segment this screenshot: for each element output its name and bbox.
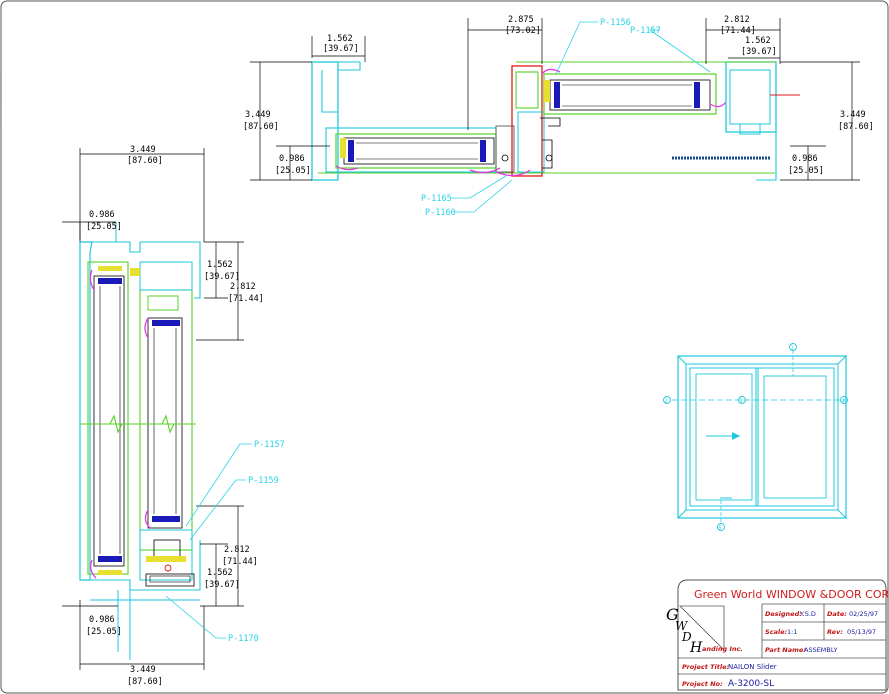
dim-label: [87.60]	[127, 677, 163, 687]
dim-label: [87.60]	[127, 156, 163, 166]
section-marker	[840, 396, 848, 404]
section-marker-label: 3	[740, 399, 743, 405]
dim-label: [25.05]	[788, 166, 824, 176]
side-view-dimensions	[62, 148, 244, 670]
dim-label: 0.986	[792, 154, 818, 164]
dim-label: 0.986	[89, 210, 115, 220]
callout-label: P-1156	[600, 18, 631, 28]
dim-label: [39.67]	[204, 272, 240, 282]
dim-label: [39.67]	[323, 44, 359, 54]
dim-label: 0.986	[279, 154, 305, 164]
dim-label: 2.812	[230, 282, 256, 292]
company-name: Green World WINDOW &DOOR CORP.	[694, 588, 889, 601]
rev-value: 05/13/97	[847, 628, 876, 636]
designed-value: Y.S.D	[799, 610, 816, 618]
dim-label: 2.875	[508, 15, 534, 25]
rev-label: Rev:	[827, 628, 843, 636]
project-title-label: Project Title:	[682, 663, 730, 671]
section-marker-label: 2	[665, 399, 668, 405]
dim-label: [39.67]	[741, 47, 777, 57]
dim-label: 1.562	[327, 34, 353, 44]
section-marker	[789, 343, 797, 351]
dim-label: 3.449	[130, 665, 156, 675]
dim-label: 2.812	[224, 545, 250, 555]
dim-label: 3.449	[130, 145, 156, 155]
section-marker	[717, 523, 725, 531]
side-view-callouts: P-1157 P-1159 P-1170	[165, 440, 285, 644]
company-logo: G W D H anding Inc.	[666, 605, 743, 656]
scale-value: 1:1	[787, 628, 797, 636]
dim-label: [25.05]	[275, 166, 311, 176]
section-marker	[738, 396, 746, 404]
dim-label: [87.60]	[243, 122, 279, 132]
section-marker-label: 4	[842, 399, 845, 405]
logo-letter: G	[666, 605, 679, 624]
dim-label: 3.449	[840, 110, 866, 120]
logo-letter: H	[689, 640, 703, 656]
callout-label: P-1159	[248, 476, 279, 486]
section-marker-label: 5	[719, 526, 722, 532]
elevation-markers: 1 2 3 4 5	[663, 343, 848, 532]
callout-label: P-1157	[254, 440, 285, 450]
project-no-value: A-3200-SL	[728, 679, 774, 689]
top-view-dimensions	[250, 18, 860, 181]
project-no-label: Project No:	[682, 680, 723, 688]
side-view-dim-labels: 3.449 [87.60] 0.986 [25.05] 1.562 [39.67…	[86, 145, 264, 687]
dim-label: [25.05]	[86, 627, 122, 637]
section-marker	[663, 396, 671, 404]
dim-label: [73.02]	[505, 26, 541, 36]
dim-label: [25.05]	[86, 222, 122, 232]
top-view-callouts: P-1156 P-1157 P-1165 P-1160	[421, 18, 711, 218]
dim-label: 3.449	[245, 110, 271, 120]
callout-label: P-1170	[228, 634, 259, 644]
logo-letter: W	[675, 619, 689, 633]
part-name-value: ASSEMBLY	[804, 646, 838, 654]
dim-label: [39.67]	[204, 580, 240, 590]
scale-label: Scale:	[765, 628, 788, 636]
callout-label: P-1165	[421, 194, 452, 204]
section-marker-label: 1	[791, 346, 794, 352]
dim-label: 1.562	[207, 260, 233, 270]
logo-tail: anding Inc.	[702, 645, 743, 653]
side-section-view	[79, 222, 201, 660]
dim-label: 1.562	[207, 568, 233, 578]
top-section-view	[311, 61, 800, 181]
top-view-dim-labels: 1.562 [39.67] 2.875 [73.02] 2.812 [71.44…	[243, 15, 874, 176]
dim-label: [71.44]	[228, 294, 264, 304]
part-name-label: Part Name:	[765, 646, 806, 654]
dim-label: [71.44]	[720, 26, 756, 36]
callout-label: P-1157	[630, 26, 661, 36]
date-value: 02/25/97	[849, 610, 878, 618]
designed-label: Designed:	[765, 610, 802, 618]
title-block: Green World WINDOW &DOOR CORP. G W D H a…	[666, 579, 889, 691]
callout-label: P-1160	[425, 208, 456, 218]
logo-letter: D	[681, 630, 692, 644]
dim-label: 0.986	[89, 615, 115, 625]
dim-label: [87.60]	[838, 122, 874, 132]
elevation-view	[672, 350, 847, 524]
dim-label: [71.44]	[222, 557, 258, 567]
date-label: Date:	[827, 610, 847, 618]
dim-label: 1.562	[745, 36, 771, 46]
dim-label: 2.812	[724, 15, 750, 25]
project-title-value: NAILON Slider	[728, 663, 777, 671]
